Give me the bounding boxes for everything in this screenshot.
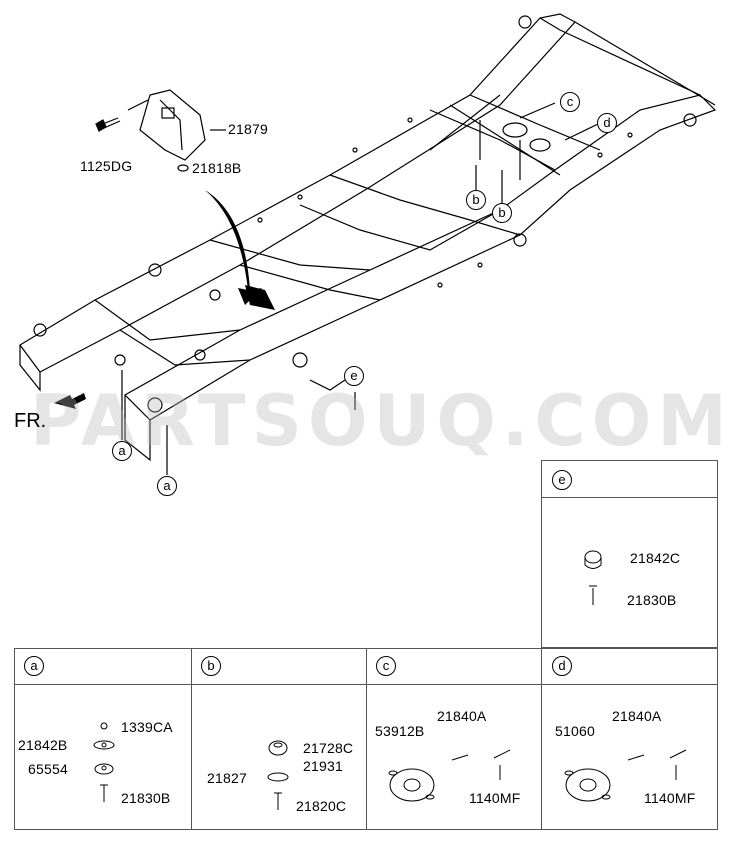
table-col-divider-3 [541,648,542,830]
front-direction-label: FR. [14,410,47,432]
callout-a-1: a [112,441,132,461]
part-label-e-2[interactable]: 21830B [627,592,677,608]
part-label-a-2[interactable]: 21842B [18,737,68,753]
callout-d: d [597,113,617,133]
panel-c-header: c [376,656,396,676]
part-label-nut[interactable]: 21818B [192,160,242,176]
part-label-a-4[interactable]: 21830B [121,790,171,806]
panel-e [541,460,718,648]
panel-e-header: e [552,470,572,490]
part-label-a-3[interactable]: 65554 [28,761,68,777]
callout-b-1: b [466,190,486,210]
table-col-divider-2 [366,648,367,830]
part-label-d-2[interactable]: 21840A [612,708,662,724]
callout-c: c [560,92,580,112]
part-label-b-2[interactable]: 21931 [303,758,343,774]
part-label-b-3[interactable]: 21827 [207,770,247,786]
panel-a-header: a [24,656,44,676]
part-label-c-2[interactable]: 21840A [437,708,487,724]
part-label-d-1[interactable]: 51060 [555,723,595,739]
part-label-c-3[interactable]: 1140MF [469,790,521,806]
part-label-bolt[interactable]: 1125DG [80,158,133,174]
part-label-bracket[interactable]: 21879 [228,121,268,137]
part-label-a-1[interactable]: 1339CA [121,719,173,735]
panel-e-divider [541,497,718,498]
watermark: PARTSOUQ.COM [30,380,732,462]
panel-d-header: d [552,656,572,676]
part-label-b-1[interactable]: 21728C [303,740,354,756]
callout-a-2: a [157,476,177,496]
part-label-c-1[interactable]: 53912B [375,723,425,739]
part-label-d-3[interactable]: 1140MF [644,790,696,806]
panel-b-header: b [201,656,221,676]
callout-e: e [344,366,364,386]
part-label-e-1[interactable]: 21842C [630,550,681,566]
callout-b-2: b [492,203,512,223]
part-label-b-4[interactable]: 21820C [296,798,347,814]
table-col-divider-1 [191,648,192,830]
